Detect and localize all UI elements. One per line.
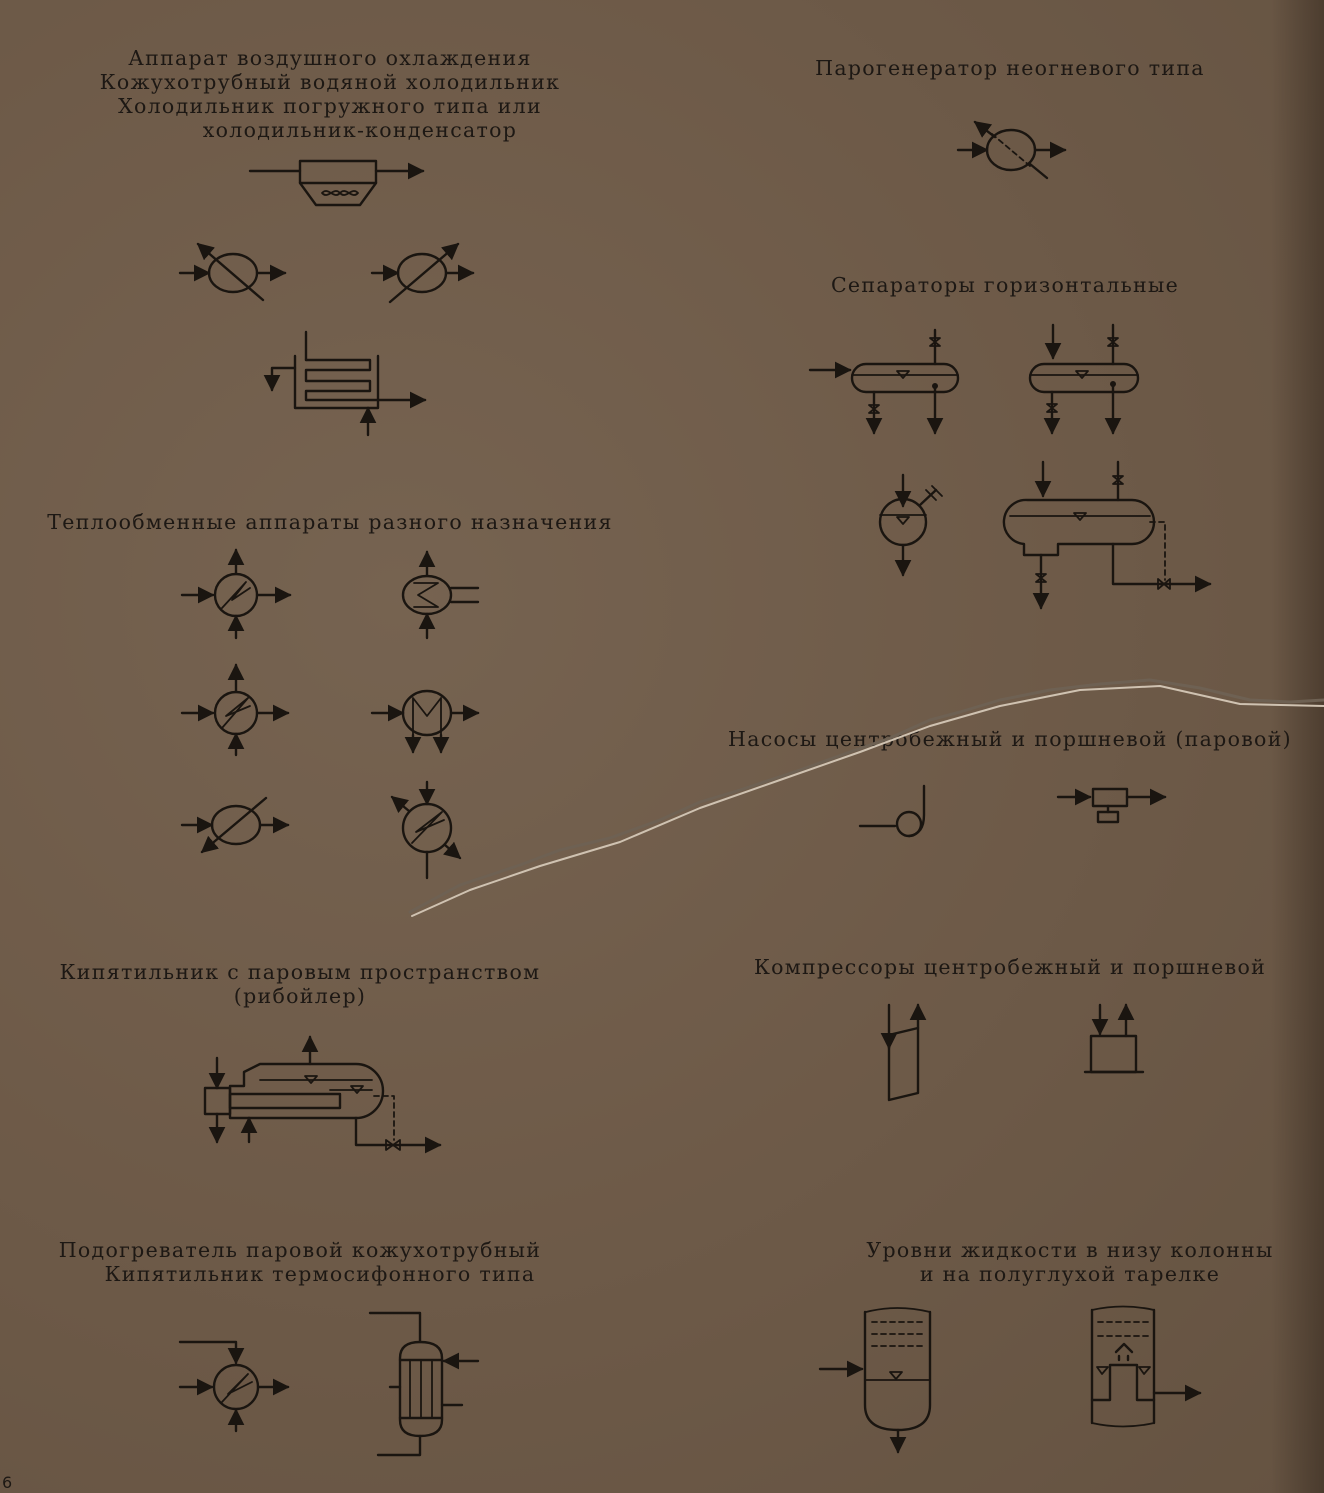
column-bottom-level-symbol	[818, 1307, 932, 1454]
immersion-cooler-symbol	[263, 330, 427, 437]
centrifugal-pump-symbol	[858, 784, 926, 838]
reboiler-symbol	[203, 1035, 442, 1154]
caption-line: Кипятильник термосифонного типа	[104, 1262, 536, 1286]
caption-line: Теплообменные аппараты разного назначени…	[47, 510, 613, 534]
caption-line: Холодильник погружного типа или	[118, 94, 542, 118]
paper-tear	[408, 678, 1324, 917]
heat-exchanger-symbol-3	[180, 663, 290, 757]
caption-line: Компрессоры центробежный и поршневой	[753, 955, 1267, 979]
steam-generator-symbol	[956, 120, 1067, 180]
caption-line: и на полуглухой тарелке	[919, 1262, 1221, 1286]
caption-steam-generator: Парогенератор неогневого типа	[800, 56, 1220, 80]
separator-symbol-1	[808, 328, 960, 435]
heat-exchanger-symbol-6	[390, 780, 462, 880]
heat-exchanger-symbol-1	[180, 548, 292, 640]
caption-heat-exchangers: Теплообменные аппараты разного назначени…	[30, 510, 630, 534]
heat-exchanger-symbol-4	[370, 689, 480, 754]
caption-separators: Сепараторы горизонтальные	[805, 273, 1205, 297]
piston-compressor-symbol	[1083, 1003, 1145, 1074]
page-number: 6	[2, 1473, 13, 1492]
caption-line: Аппарат воздушного охлаждения	[128, 46, 532, 70]
separator-symbol-vertical	[878, 473, 943, 577]
caption-air-cooling: Аппарат воздушного охлаждения Кожухотруб…	[80, 46, 580, 142]
caption-levels: Уровни жидкости в низу колонны и на полу…	[830, 1238, 1310, 1286]
caption-line: холодильник-конденсатор	[202, 118, 518, 142]
caption-line: Насосы центробежный и поршневой (паровой…	[728, 727, 1292, 751]
semi-blind-tray-level-symbol	[1090, 1305, 1202, 1428]
caption-line: Кипятильник с паровым пространством	[59, 960, 541, 984]
air-cooler-symbol	[248, 159, 425, 207]
caption-compressors: Компрессоры центробежный и поршневой	[735, 955, 1285, 979]
caption-heater: Подогреватель паровой кожухотрубный Кипя…	[40, 1238, 560, 1286]
centrifugal-compressor-symbol	[880, 1003, 927, 1102]
heat-exchanger-symbol-2	[401, 550, 480, 640]
caption-line: Уровни жидкости в низу колонны	[866, 1238, 1274, 1262]
caption-reboiler: Кипятильник с паровым пространством (риб…	[40, 960, 560, 1008]
steam-heater-symbol	[178, 1340, 290, 1433]
caption-line: Подогреватель паровой кожухотрубный	[58, 1238, 542, 1262]
piston-pump-symbol	[1056, 787, 1167, 824]
caption-line: Сепараторы горизонтальные	[830, 273, 1180, 297]
caption-line: Кожухотрубный водяной холодильник	[99, 70, 561, 94]
caption-line: (рибойлер)	[233, 984, 367, 1008]
separator-symbol-2	[1028, 323, 1140, 435]
heat-exchanger-symbol-5	[180, 796, 290, 854]
caption-line: Парогенератор неогневого типа	[815, 56, 1205, 80]
water-cooler-symbol-2	[370, 242, 475, 304]
caption-pumps: Насосы центробежный и поршневой (паровой…	[700, 727, 1320, 751]
separator-symbol-boot	[1002, 460, 1212, 610]
thermosiphon-reboiler-symbol	[368, 1311, 480, 1457]
water-cooler-symbol-1	[178, 242, 287, 302]
